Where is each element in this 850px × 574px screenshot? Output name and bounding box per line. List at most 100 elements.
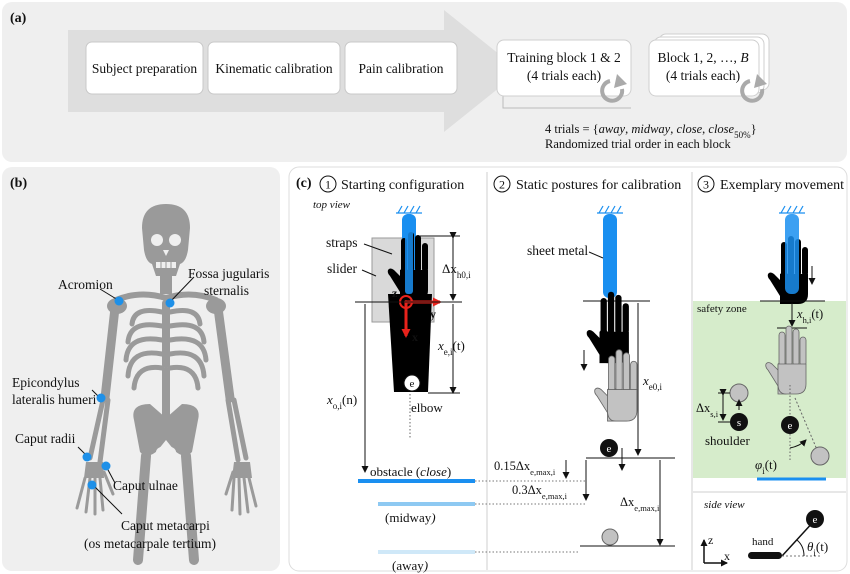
label-015: 0.15Δxe,max,i xyxy=(494,459,556,477)
landmark-caput-metacarpi xyxy=(87,480,97,490)
forearm xyxy=(388,294,432,392)
slider-label: slider xyxy=(327,261,357,276)
obstacle-projections xyxy=(475,480,586,553)
xe-label: xe,i(t) xyxy=(437,338,465,357)
dimension-lines xyxy=(355,232,462,473)
label-fossa-2: sternalis xyxy=(204,283,249,298)
training-block: Training block 1 & 2 (4 trials each) xyxy=(496,39,632,109)
obstacle-midway-label: (midway) xyxy=(385,510,436,525)
dimension-lines xyxy=(562,303,675,547)
label-acromion: Acromion xyxy=(58,277,113,292)
step-label: Pain calibration xyxy=(358,61,443,76)
panel-c-label: (c) xyxy=(296,176,312,191)
sheet-metal xyxy=(785,214,799,294)
step-subject-preparation: Subject preparation xyxy=(85,41,204,95)
dx-h0-label: Δxh0,i xyxy=(442,261,471,280)
section-number: 1 xyxy=(325,178,331,192)
forearm-projection xyxy=(794,397,819,453)
step-label: Kinematic calibration xyxy=(215,61,333,76)
trials-definition: 4 trials = {away, midway, close, close50… xyxy=(545,122,757,140)
safety-zone-label: safety zone xyxy=(697,303,747,315)
elbow-marker xyxy=(781,416,799,434)
landmark-fossa-jugularis xyxy=(165,298,175,308)
label-epicondylus-2: lateralis humeri xyxy=(12,392,97,407)
elbow-marker-label: e xyxy=(788,420,793,432)
straps-leader xyxy=(363,243,393,255)
section-starting-configuration: 1 Starting configuration top view xyxy=(313,175,586,573)
landmarks xyxy=(82,296,175,490)
block-stack: Block 1, 2, …, B (4 trials each) xyxy=(648,33,770,103)
xe0-label: xe0,i xyxy=(642,373,663,392)
shoulder-start xyxy=(729,383,749,403)
section-static-postures: 2 Static postures for calibration sheet … xyxy=(493,175,681,547)
elbow-marker-label: e xyxy=(410,378,415,390)
elbow-marker xyxy=(403,374,421,392)
label-caput-radii: Caput radii xyxy=(15,431,76,446)
landmark-caput-radii xyxy=(82,452,92,462)
section-number: 3 xyxy=(703,178,709,192)
dxs-label: Δxs,i xyxy=(696,401,719,419)
section-title: Static postures for calibration xyxy=(516,178,681,193)
panel-b-label: (b) xyxy=(10,176,27,191)
label-epicondylus-1: Epicondylus xyxy=(12,375,80,390)
shoulder-marker-label: s xyxy=(737,417,741,429)
side-view-label: side view xyxy=(704,499,745,511)
side-hand-label: hand xyxy=(752,536,774,548)
theta-label: θi(t) xyxy=(807,539,828,558)
training-block-line2: (4 trials each) xyxy=(527,68,601,83)
repeat-icon xyxy=(600,74,627,103)
label-max: Δxe,max,i xyxy=(620,495,660,513)
side-hand xyxy=(748,552,782,559)
xo-label: xo,i(n) xyxy=(326,392,357,411)
top-view-label: top view xyxy=(313,199,351,211)
axis-y-label: y xyxy=(430,307,436,321)
axis-x-label: x xyxy=(412,330,418,344)
elbow-end xyxy=(810,446,830,466)
section-number-circle xyxy=(697,175,715,193)
theta-arc xyxy=(796,539,805,557)
panel-a: (a) Subject preparation Kinematic calibr… xyxy=(2,2,847,162)
slider-leader xyxy=(361,269,377,277)
randomized-note: Randomized trial order in each block xyxy=(545,137,731,151)
section-number-circle xyxy=(319,175,337,193)
elbow-marker-label: e xyxy=(607,443,612,455)
repeat-icon xyxy=(740,74,767,103)
section-number-circle xyxy=(493,175,511,193)
landmark-acromion xyxy=(114,296,124,306)
shoulder-marker xyxy=(730,413,748,431)
mount-hatch xyxy=(597,205,623,214)
dxs-dimension xyxy=(718,389,730,423)
panel-a-label: (a) xyxy=(10,11,27,26)
xh-label: xh,i(t) xyxy=(796,307,823,325)
label-caput-metacarpi-2: (os metacarpale tertium) xyxy=(84,536,216,551)
sheet-metal-leader xyxy=(588,251,604,259)
side-axis-x: x xyxy=(724,549,730,563)
straps-label: straps xyxy=(326,235,358,250)
side-view-axes xyxy=(700,539,728,567)
side-elbow xyxy=(806,510,824,528)
side-axis-z: z xyxy=(708,533,713,547)
landmark-caput-ulnae xyxy=(101,461,111,471)
sheet-metal-label: sheet metal xyxy=(527,243,588,258)
sheet-metal xyxy=(603,214,617,298)
panel-b: (b) xyxy=(2,167,280,571)
section-title: Starting configuration xyxy=(341,178,464,193)
step-label: Subject preparation xyxy=(92,61,198,76)
section-title: Exemplary movement xyxy=(720,178,844,193)
panel-c: (c) 1 Starting configuration top view xyxy=(288,166,848,573)
shoulder-label: shoulder xyxy=(705,433,750,448)
step-pain-calibration: Pain calibration xyxy=(344,41,458,95)
gray-circle xyxy=(601,528,619,546)
obstacle-away-label: (away) xyxy=(392,558,428,573)
sheet-metal-overlay xyxy=(405,214,413,294)
label-03: 0.3Δxe,max,i xyxy=(512,483,568,501)
skeleton xyxy=(75,204,258,565)
label-fossa-1: Fossa jugularis xyxy=(188,266,269,281)
section-exemplary-movement: 3 Exemplary movement safety zone xh,i(t)… xyxy=(693,175,846,567)
phi-arc xyxy=(789,439,807,449)
elbow-label: elbow xyxy=(411,400,443,415)
training-block-line1: Training block 1 & 2 xyxy=(507,50,621,65)
section-number: 2 xyxy=(499,178,505,192)
block-line1: Block 1, 2, …, B xyxy=(657,50,748,65)
